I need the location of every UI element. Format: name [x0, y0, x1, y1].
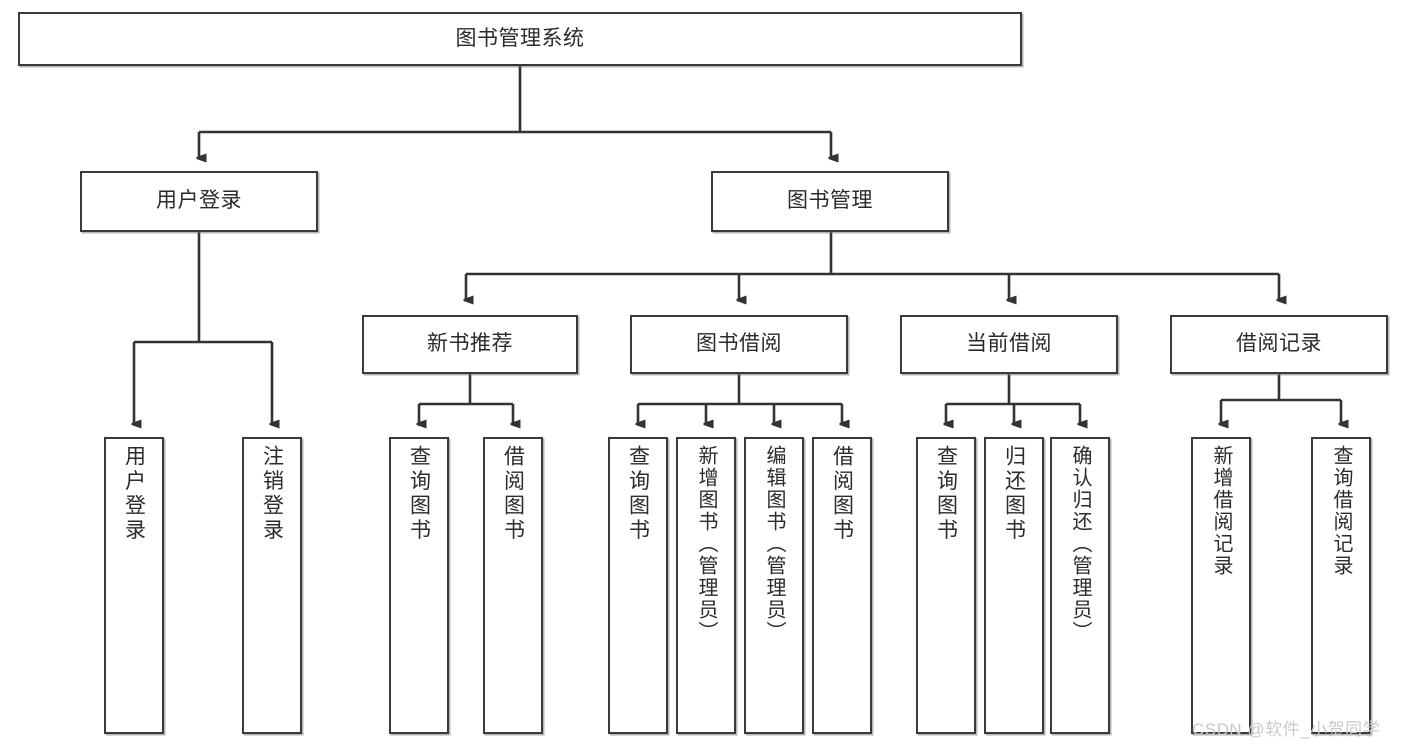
node-borrow-record[interactable]: 借阅记录: [1170, 315, 1388, 374]
node-leaf-borrow-book-1-label: 借阅图书: [501, 445, 525, 543]
node-leaf-query-book-2-label: 查询图书: [626, 445, 650, 543]
node-leaf-borrow-book-2[interactable]: 借阅图书: [812, 437, 872, 734]
node-root[interactable]: 图书管理系统: [18, 12, 1022, 66]
node-new-book-recommend[interactable]: 新书推荐: [362, 315, 578, 374]
node-book-management-label: 图书管理: [787, 189, 873, 213]
node-leaf-add-borrow-record[interactable]: 新增借阅记录: [1191, 437, 1251, 734]
node-leaf-logout-login-label: 注销登录: [260, 445, 284, 543]
node-root-label: 图书管理系统: [455, 26, 585, 50]
node-leaf-query-book-1-label: 查询图书: [407, 445, 431, 543]
node-leaf-query-borrow-record-label: 查询借阅记录: [1330, 445, 1352, 577]
node-current-borrow[interactable]: 当前借阅: [900, 315, 1118, 374]
node-leaf-add-book[interactable]: 新增图书（管理员）: [676, 437, 736, 734]
node-leaf-confirm-return-label: 确认归还（管理员）: [1069, 445, 1091, 643]
node-book-borrow[interactable]: 图书借阅: [630, 315, 848, 374]
node-leaf-user-login-label: 用户登录: [122, 445, 146, 543]
csdn-watermark: CSDN @软件_小贺同学: [1192, 720, 1381, 739]
node-leaf-query-book-3-label: 查询图书: [934, 445, 958, 543]
node-leaf-edit-book[interactable]: 编辑图书（管理员）: [744, 437, 804, 734]
node-current-borrow-label: 当前借阅: [966, 332, 1052, 356]
node-borrow-record-label: 借阅记录: [1236, 332, 1322, 356]
node-user-login[interactable]: 用户登录: [80, 171, 318, 232]
node-leaf-add-book-label: 新增图书（管理员）: [695, 445, 717, 643]
node-leaf-add-borrow-record-label: 新增借阅记录: [1210, 445, 1232, 577]
node-user-login-label: 用户登录: [156, 189, 242, 213]
node-leaf-return-book[interactable]: 归还图书: [984, 437, 1044, 734]
node-leaf-return-book-label: 归还图书: [1002, 445, 1026, 543]
node-leaf-query-book-2[interactable]: 查询图书: [608, 437, 668, 734]
node-book-management[interactable]: 图书管理: [711, 171, 949, 232]
node-leaf-edit-book-label: 编辑图书（管理员）: [763, 445, 785, 643]
node-leaf-query-book-1[interactable]: 查询图书: [389, 437, 449, 734]
node-leaf-user-login[interactable]: 用户登录: [104, 437, 164, 734]
node-leaf-confirm-return[interactable]: 确认归还（管理员）: [1050, 437, 1110, 734]
node-leaf-logout-login[interactable]: 注销登录: [242, 437, 302, 734]
node-leaf-borrow-book-1[interactable]: 借阅图书: [483, 437, 543, 734]
node-leaf-query-borrow-record[interactable]: 查询借阅记录: [1311, 437, 1371, 734]
node-new-book-recommend-label: 新书推荐: [427, 332, 513, 356]
node-leaf-query-book-3[interactable]: 查询图书: [916, 437, 976, 734]
node-leaf-borrow-book-2-label: 借阅图书: [830, 445, 854, 543]
node-book-borrow-label: 图书借阅: [696, 332, 782, 356]
